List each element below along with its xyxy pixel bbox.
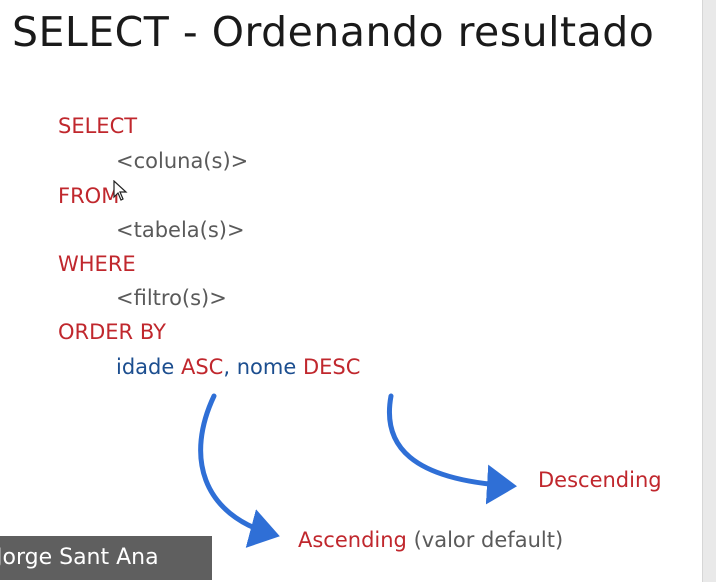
order-direction-asc: ASC <box>180 355 224 379</box>
window-edge <box>702 0 716 582</box>
mouse-cursor-icon <box>113 180 128 201</box>
where-keyword: WHERE <box>58 252 136 276</box>
from-keyword: FROM <box>58 184 120 208</box>
order-direction-desc: DESC <box>302 355 361 379</box>
order-by-clause: idade ASC, nome DESC <box>116 355 360 379</box>
presenter-name-label: Jorge Sant Ana <box>0 536 212 580</box>
ascending-note: (valor default) <box>413 528 564 552</box>
arrow-to-descending <box>386 393 517 505</box>
where-argument: <filtro(s)> <box>116 286 227 310</box>
order-comma: , <box>223 355 231 379</box>
from-argument: <tabela(s)> <box>116 218 245 242</box>
slide-title: SELECT - Ordenando resultado <box>12 8 655 56</box>
descending-label: Descending <box>538 468 662 492</box>
order-by-keyword: ORDER BY <box>58 320 166 344</box>
select-argument: <coluna(s)> <box>116 149 249 173</box>
select-keyword: SELECT <box>58 114 138 138</box>
ascending-annotation: Ascending (valor default) <box>298 528 563 552</box>
ascending-label: Ascending <box>298 528 407 552</box>
arrow-to-ascending <box>198 393 280 548</box>
order-column-idade: idade <box>116 355 175 379</box>
order-column-nome: nome <box>236 355 297 379</box>
